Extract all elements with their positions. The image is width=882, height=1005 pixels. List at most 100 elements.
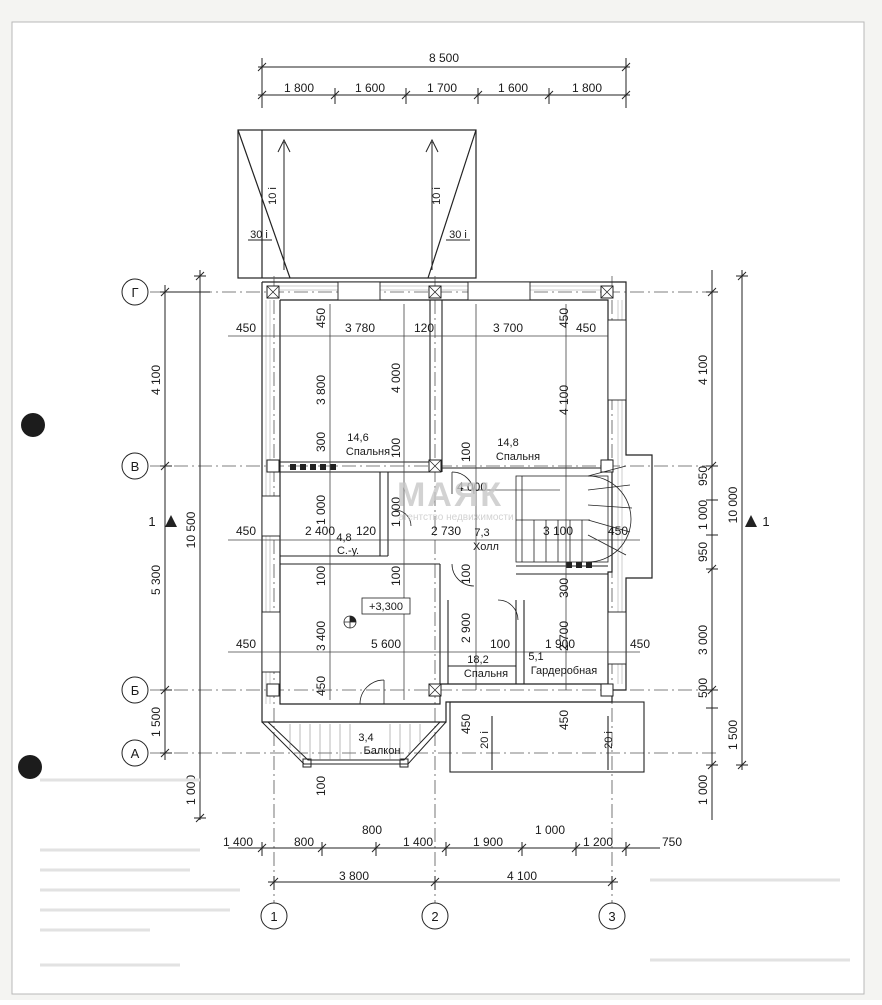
dim-bottom-a-3: 800	[362, 823, 382, 837]
dim-inner-450-top-b: 450	[557, 308, 571, 328]
axis-col-2: 2	[431, 909, 438, 924]
dim-right-5: 10 000	[726, 486, 740, 523]
dim-bottom-a-8: 750	[662, 835, 682, 849]
dim-inner-450-bottom-b: 450	[459, 714, 473, 734]
watermark-title: МАЯК	[397, 476, 503, 514]
dim-inner-4000-a: 4 000	[389, 363, 403, 393]
dim-top-3: 1 700	[427, 81, 457, 95]
dim-inner-2730: 2 730	[431, 524, 461, 538]
doors	[359, 471, 519, 705]
dim-inner-2700: 2 700	[557, 621, 571, 651]
dim-inner-top-3700: 3 700	[493, 321, 523, 335]
room-2-area: 14,8	[497, 437, 518, 449]
interior-walls	[280, 300, 608, 684]
inner-dimension-lines	[228, 304, 640, 700]
axis-bubbles	[121, 278, 626, 930]
dim-inner-3100: 3 100	[543, 524, 573, 538]
bay-slope-right: 20 i	[603, 731, 615, 749]
dim-left-5: 1 000	[184, 775, 198, 805]
room-4-name: Холл	[473, 541, 499, 553]
dim-inner-300-a: 300	[314, 432, 328, 452]
bay-slope-left: 20 i	[479, 731, 491, 749]
dim-top-2: 1 600	[355, 81, 385, 95]
room-7-area: 3,4	[358, 732, 373, 744]
dim-inner-top-450-right: 450	[576, 321, 596, 335]
roof-outline	[237, 129, 477, 279]
dim-bottom-a-7: 1 200	[583, 835, 613, 849]
room-6-area: 5,1	[528, 651, 543, 663]
room-5-name: Спальня	[464, 668, 508, 680]
room-7-name: Балкон	[364, 745, 401, 757]
axis-row-a: А	[131, 746, 140, 761]
sheet-border	[11, 21, 865, 995]
punch-hole-bottom	[18, 755, 42, 779]
balcony-hatch	[289, 724, 421, 760]
dim-right-1: 4 100	[696, 355, 710, 385]
watermark: МАЯК агентство недвижимости	[397, 476, 514, 523]
axis-row-v: В	[131, 459, 140, 474]
windows	[261, 281, 627, 673]
inner-dimension-texts: 450 3 780 120 3 700 450 3 800 4 000 300 …	[236, 308, 650, 796]
dim-inner-100-a: 100	[389, 438, 403, 458]
dim-bottom-a-1: 1 400	[223, 835, 253, 849]
top-dimension-lines	[257, 58, 631, 108]
dim-inner-100-d: 100	[389, 566, 403, 586]
axis-row-g: Г	[131, 285, 138, 300]
roof-slope-right: 10 i	[431, 187, 443, 205]
room-5-area: 18,2	[467, 654, 488, 666]
room-3-name: С.-у.	[337, 545, 359, 557]
bottom-dimension-lines	[228, 842, 660, 890]
section-label-right: 1	[762, 514, 769, 529]
room-6-name: Гардеробная	[531, 665, 598, 677]
dim-inner-450-bottom-c: 450	[557, 710, 571, 730]
punch-hole-top	[21, 413, 45, 437]
dim-inner-2400: 2 400	[305, 524, 335, 538]
dim-left-450-mid: 450	[236, 524, 256, 538]
dim-inner-3400: 3 400	[314, 621, 328, 651]
room-4-area: 7,3	[474, 527, 489, 539]
room-labels: 14,6 Спальня 14,8 Спальня 4,8 С.-у. 7,3 …	[336, 432, 597, 757]
roof-slope-right-b: 30 i	[449, 229, 467, 241]
dim-inner-1000-a: 1 000	[314, 495, 328, 525]
dim-left-1: 4 100	[149, 365, 163, 395]
axis-col-1: 1	[270, 909, 277, 924]
dim-top-1: 1 800	[284, 81, 314, 95]
level-mark-value: +3,300	[369, 601, 403, 613]
dim-bottom-b-2: 4 100	[507, 869, 537, 883]
dim-inner-100-b: 100	[459, 442, 473, 462]
section-marker-right	[745, 515, 757, 527]
dim-inner-top-120: 120	[414, 321, 434, 335]
section-label-left: 1	[148, 514, 155, 529]
room-1-area: 14,6	[347, 432, 368, 444]
dim-right-6: 3 000	[696, 625, 710, 655]
dim-right-4: 950	[696, 542, 710, 562]
bleed-through-lines	[40, 778, 850, 967]
roof-slope-arrows	[248, 138, 470, 270]
dim-bottom-a-6: 1 000	[535, 823, 565, 837]
dim-right-7: 500	[696, 678, 710, 698]
watermark-subtitle: агентство недвижимости	[398, 512, 513, 523]
dim-right-450-low: 450	[630, 637, 650, 651]
dim-right-9: 1 000	[696, 775, 710, 805]
dim-bottom-a-4: 1 400	[403, 835, 433, 849]
dim-bottom-b-1: 3 800	[339, 869, 369, 883]
dim-inner-100-e: 100	[459, 564, 473, 584]
bay-roof	[449, 701, 645, 773]
room-3-area: 4,8	[336, 532, 351, 544]
axis-col-3: 3	[608, 909, 615, 924]
vent-blocks	[290, 464, 592, 568]
dim-inner-450-top-a: 450	[314, 308, 328, 328]
right-dimension-lines	[706, 270, 748, 820]
dim-inner-120: 120	[356, 524, 376, 538]
dim-inner-300-b: 300	[557, 578, 571, 598]
room-1-name: Спальня	[346, 446, 390, 458]
dim-right-8: 1 500	[726, 720, 740, 750]
dim-inner-450-stair: 450	[608, 524, 628, 538]
room-2-name: Спальня	[496, 451, 540, 463]
dim-inner-top-450-left: 450	[236, 321, 256, 335]
dim-left-2: 10 500	[184, 511, 198, 548]
roof-slope-left-b: 30 i	[250, 229, 268, 241]
dim-inner-100-f: 100	[490, 637, 510, 651]
dim-bottom-a-2: 800	[294, 835, 314, 849]
